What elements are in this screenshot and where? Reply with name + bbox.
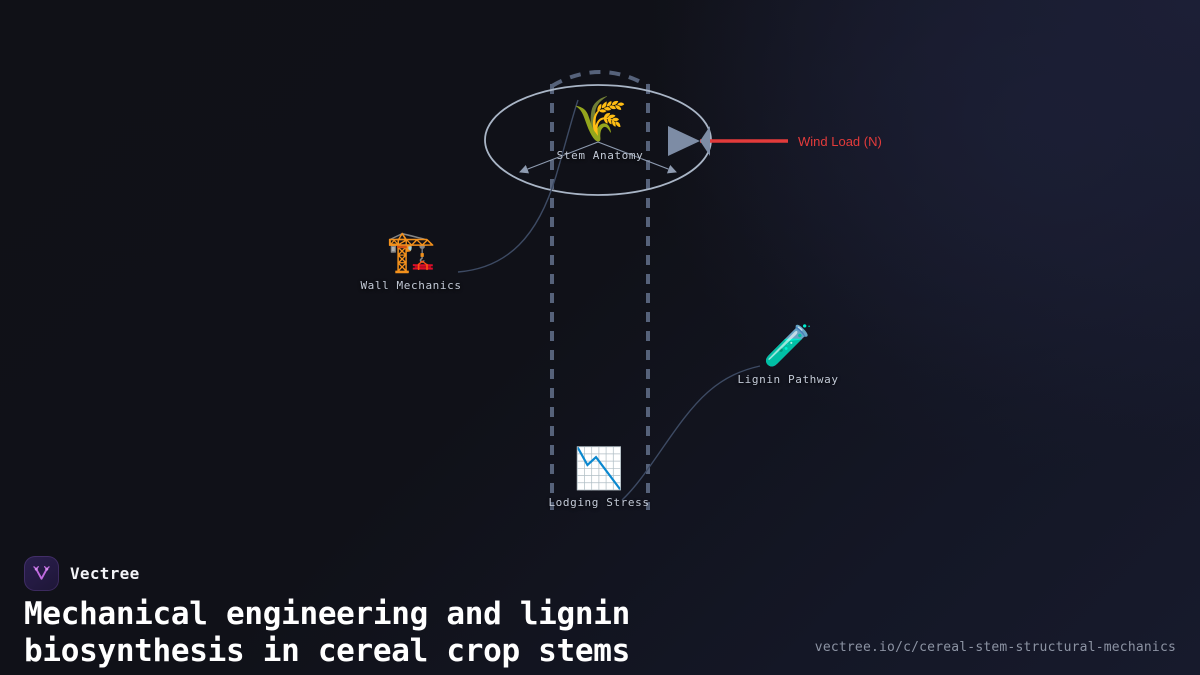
test-tube-icon: 🧪 [763, 323, 813, 369]
wind-load-label: Wind Load (N) [798, 134, 882, 149]
sheaf-of-rice-icon: 🌾 [572, 94, 628, 145]
node-stem-anatomy[interactable]: 🌾 Stem Anatomy [520, 94, 680, 163]
node-lignin-pathway[interactable]: 🧪 Lignin Pathway [708, 326, 868, 386]
node-label: Wall Mechanics [360, 279, 462, 292]
diagram-canvas[interactable] [0, 0, 1200, 540]
brand-name: Vectree [70, 564, 140, 583]
node-lodging-stress[interactable]: 📉 Lodging Stress [519, 449, 679, 509]
construction-crane-icon: 🏗️ [386, 229, 436, 275]
wind-load-arrow [668, 126, 788, 156]
stem-wall-dashed-lines [550, 84, 650, 510]
page-url: vectree.io/c/cereal-stem-structural-mech… [814, 640, 1176, 655]
node-wall-mechanics[interactable]: 🏗️ Wall Mechanics [331, 232, 491, 292]
radial-stress-arrows [519, 141, 677, 174]
connector-lodging-to-lignin [621, 365, 761, 501]
node-label: Stem Anatomy [556, 149, 644, 162]
node-label: Lodging Stress [548, 496, 650, 509]
chart-decreasing-icon: 📉 [574, 446, 624, 492]
page-title: Mechanical engineering and lignin biosyn… [24, 596, 630, 669]
vectree-logo-icon [24, 556, 59, 591]
stem-top-arc [550, 70, 650, 88]
footer: Vectree Mechanical engineering and ligni… [0, 540, 1200, 675]
brand[interactable]: Vectree [24, 556, 140, 591]
node-label: Lignin Pathway [737, 373, 839, 386]
connector-wall-to-stem [457, 99, 579, 273]
